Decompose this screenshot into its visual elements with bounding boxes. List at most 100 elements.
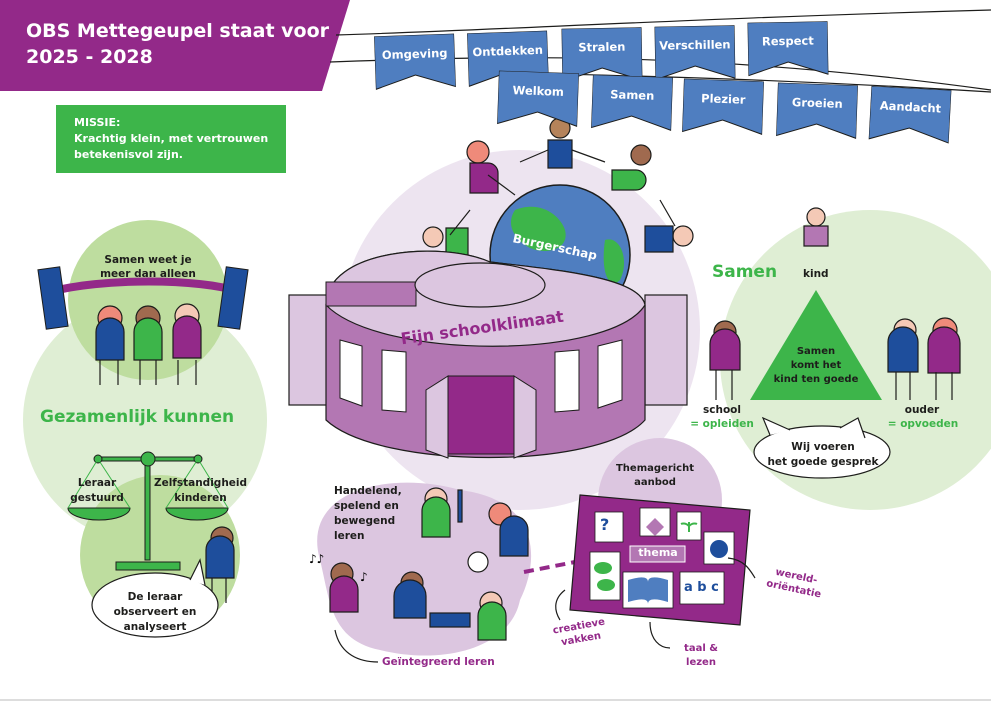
balance-scale-icon <box>67 451 229 571</box>
learning-children <box>329 487 529 641</box>
mission-label: MISSIE: <box>74 116 121 129</box>
left-speech-bubble <box>91 572 219 638</box>
value-flag-label: Respect <box>761 33 814 49</box>
theme-heading-line-2: aanbod <box>634 477 676 488</box>
integrated-learning-label: Geïntegreerd leren <box>382 656 495 668</box>
right-bubble-spikes <box>761 416 866 439</box>
mission-box: MISSIE: Krachtig klein, met vertrouwen b… <box>56 105 286 173</box>
right-bubble-text: Wij voeren het goede gesprek <box>758 440 888 470</box>
music-notes-icon: ♪♪ <box>309 552 325 566</box>
thema-label: thema <box>638 546 678 559</box>
value-flag-label: Verschillen <box>659 37 731 53</box>
gezamenlijk-heading: Gezamenlijk kunnen <box>40 407 235 427</box>
value-flag-verschillen: Verschillen <box>654 25 736 81</box>
chat-bubble-icon-2 <box>597 579 615 591</box>
building-left-wing <box>288 294 332 406</box>
taal-label: taal & lezen <box>676 642 726 670</box>
scale-right-line-1: Zelfstandigheid <box>153 477 248 489</box>
children-ring <box>422 117 694 257</box>
barbell-weight-left <box>37 266 69 330</box>
taal-arrow <box>649 621 671 649</box>
right-speech-bubble <box>753 425 891 479</box>
learning-heading-line-3: bewegend <box>334 515 396 527</box>
question-card-icon: ? <box>600 515 610 534</box>
learning-heading-line-1: Handelend, <box>334 485 402 497</box>
kind-label: kind <box>803 268 829 280</box>
triangle-people <box>709 207 961 400</box>
weightlift-caption-line-2: meer dan alleen <box>100 268 196 280</box>
abc-card-label: a b c <box>684 580 719 595</box>
building-door <box>447 375 515 455</box>
barbell-weight-right <box>217 266 249 330</box>
mission-line-1: Krachtig klein, met vertrouwen <box>74 132 269 145</box>
scale-left-line-1: Leraar <box>77 477 117 489</box>
samen-heading: Samen <box>712 262 778 282</box>
learning-heading-line-4: leren <box>334 530 365 542</box>
triangle-line-3: kind ten goede <box>773 374 859 385</box>
bunting-string-top <box>335 9 991 36</box>
ouder-role: = opvoeden <box>887 418 959 430</box>
right-bubble-line-2: het goede gesprek <box>767 456 879 468</box>
mission-line-2: betekenisvol zijn. <box>74 148 183 161</box>
title-line-2: 2025 - 2028 <box>26 46 153 68</box>
building-roof-block <box>325 281 417 307</box>
weightlifters <box>95 303 202 385</box>
value-flag-samen: Samen <box>591 74 673 133</box>
theme-heading-line-1: Themagericht <box>615 463 695 474</box>
music-note-icon: ♪ <box>360 570 368 584</box>
building-roof-dome <box>414 262 546 308</box>
scale-left-label: Leraar gestuurd <box>62 476 132 506</box>
scale-left-line-2: gestuurd <box>70 492 124 504</box>
sprout-icon <box>680 522 698 532</box>
chat-bubble-icon-1 <box>594 562 612 574</box>
right-bubble-line-1: Wij voeren <box>791 441 855 453</box>
learning-heading: Handelend, spelend en bewegend leren <box>334 484 402 544</box>
title-line-1: OBS Mettegeupel staat voor <box>26 20 329 42</box>
triangle-line-2: komt het <box>790 360 842 371</box>
integrated-arrow <box>334 629 379 663</box>
globe-continent-2 <box>603 239 625 284</box>
building-right-wing <box>644 294 688 406</box>
school-label: school <box>703 404 741 416</box>
dashed-connector <box>523 560 576 574</box>
value-flag-welkom: Welkom <box>497 70 579 129</box>
earth-card-icon <box>710 540 728 558</box>
diamond-icon <box>646 518 664 536</box>
taal-line-1: taal & <box>684 643 718 654</box>
school-role: = opleiden <box>690 418 754 430</box>
value-flag-omgeving: Omgeving <box>374 33 456 92</box>
weightlift-caption-line-1: Samen weet je <box>104 254 192 266</box>
wereld-arrow <box>727 557 756 579</box>
taal-line-2: lezen <box>686 657 716 668</box>
triangle-line-1: Samen <box>796 346 836 357</box>
left-bubble-text: De leraar observeert en analyseert <box>100 590 210 635</box>
left-bubble-line-1: De leraar <box>127 591 183 603</box>
door-right-panel <box>513 375 537 459</box>
globe-continent-1 <box>510 206 566 251</box>
page-title: OBS Mettegeupel staat voor 2025 - 2028 <box>26 18 329 70</box>
thema-label-box <box>629 545 686 563</box>
value-flag-label: Stralen <box>578 39 626 55</box>
building-windows <box>339 339 623 413</box>
theme-heading: Themagericht aanbod <box>605 462 705 490</box>
left-bubble-line-3: analyseert <box>123 621 187 633</box>
value-flag-aandacht: Aandacht <box>868 85 952 145</box>
learning-blob <box>317 482 532 656</box>
left-bubble-tail <box>189 558 206 586</box>
open-book-icon <box>628 577 668 604</box>
triangle-text: Samen komt het kind ten goede <box>768 345 864 387</box>
value-flag-groeien: Groeien <box>776 82 858 141</box>
door-left-panel <box>425 375 449 459</box>
weightlift-caption: Samen weet je meer dan alleen <box>88 253 208 281</box>
creatief-arrow <box>555 589 566 621</box>
scale-right-line-2: kinderen <box>174 492 227 504</box>
left-bubble-line-2: observeert en <box>113 606 197 618</box>
value-flag-plezier: Plezier <box>682 78 764 137</box>
value-flag-respect: Respect <box>747 21 829 77</box>
samen-triangle <box>750 290 882 400</box>
scale-right-label: Zelfstandigheid kinderen <box>148 476 253 506</box>
learning-heading-line-2: spelend en <box>334 500 399 512</box>
ouder-label: ouder <box>904 404 940 416</box>
title-banner <box>0 0 350 91</box>
